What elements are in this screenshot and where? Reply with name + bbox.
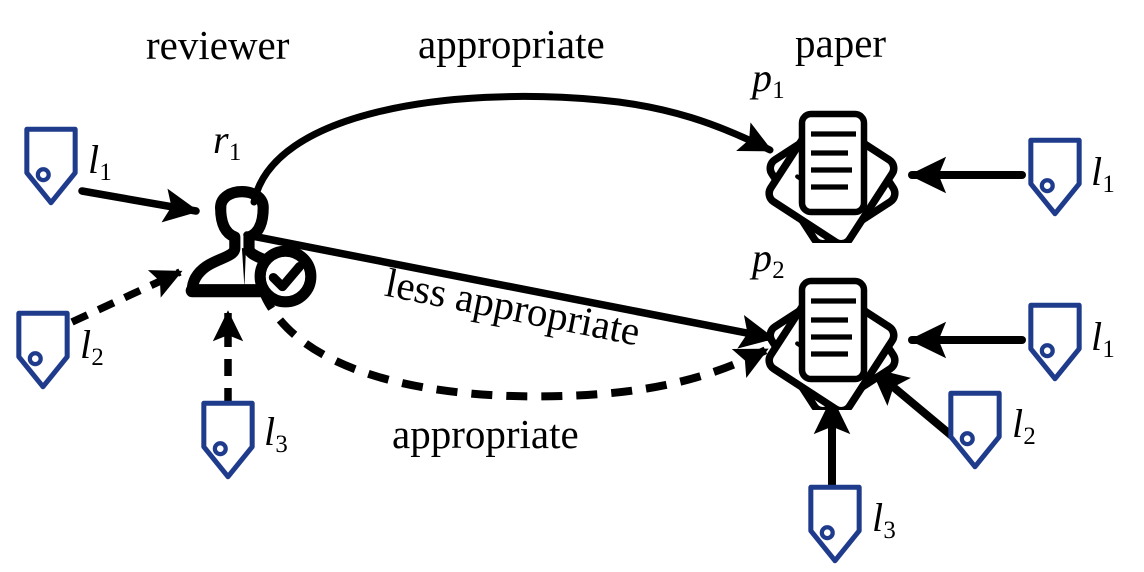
node-label-r1-sub: 1 <box>228 139 242 167</box>
node-label-p1-sub: 1 <box>772 77 785 105</box>
tag-label-base: l <box>872 495 884 540</box>
node-label-p2-base: p <box>752 235 772 280</box>
tag-edge-l2-paper2 <box>869 366 962 445</box>
tag-icon[interactable] <box>951 393 999 466</box>
tag-label-base: l <box>88 137 100 182</box>
tag-icon[interactable] <box>811 487 859 560</box>
tag-label-sub: 3 <box>883 517 896 545</box>
edge-appropriate-top-path <box>250 93 774 206</box>
tag-label-sub: 1 <box>1102 171 1115 199</box>
tag-label-sub: 2 <box>91 344 104 372</box>
tag-label-r1-l3: l3 <box>264 409 288 458</box>
tag-label-p2-l2: l2 <box>1012 401 1036 450</box>
paper-node-2[interactable] <box>765 281 898 415</box>
edge-less-appropriate-path <box>243 231 776 349</box>
node-label-p1-base: p <box>752 55 772 100</box>
paper-stack-icon <box>765 281 898 415</box>
tag-label-base: l <box>1012 401 1024 446</box>
tag-label-p2-l1: l1 <box>1091 314 1115 363</box>
tag-label-sub: 3 <box>275 431 288 459</box>
tag-label-p2-l3: l3 <box>872 495 896 544</box>
tag-label-sub: 1 <box>99 159 112 187</box>
reviewer-node[interactable] <box>192 192 311 302</box>
node-label-r1-base: r <box>213 117 229 162</box>
tag-label-sub: 1 <box>1102 336 1115 364</box>
tag-icon[interactable] <box>19 313 67 386</box>
edge-label-appropriate-top: appropriate <box>418 21 605 67</box>
tag-label-sub: 2 <box>1023 423 1036 451</box>
person-check-icon <box>192 192 311 302</box>
tag-icon[interactable] <box>27 129 75 202</box>
tag-label-base: l <box>1091 314 1103 359</box>
tag-label-p1-l1: l1 <box>1091 149 1115 198</box>
paper-heading: paper <box>795 20 887 66</box>
tag-label-r1-l1: l1 <box>88 137 112 186</box>
edge-label-appropriate-bottom: appropriate <box>392 411 579 457</box>
edge-appropriate-bottom-path <box>258 288 769 401</box>
reviewer-heading: reviewer <box>146 22 290 68</box>
tag-icon[interactable] <box>1031 305 1079 378</box>
tag-label-base: l <box>264 409 276 454</box>
paper-node-1[interactable] <box>765 114 898 248</box>
tag-edge-l2-reviewer <box>70 268 183 326</box>
tag-edge-l1-reviewer <box>78 187 200 223</box>
node-label-r1: r1 <box>213 117 241 166</box>
tag-label-base: l <box>1091 149 1103 194</box>
tag-icon[interactable] <box>204 403 252 476</box>
node-label-p2-sub: 2 <box>772 257 785 285</box>
tag-icon[interactable] <box>1031 140 1079 213</box>
node-label-p2: p2 <box>752 235 785 284</box>
paper-stack-icon <box>765 114 898 248</box>
tag-label-base: l <box>80 322 92 367</box>
tag-label-r1-l2: l2 <box>80 322 104 371</box>
node-label-p1: p1 <box>752 55 785 104</box>
